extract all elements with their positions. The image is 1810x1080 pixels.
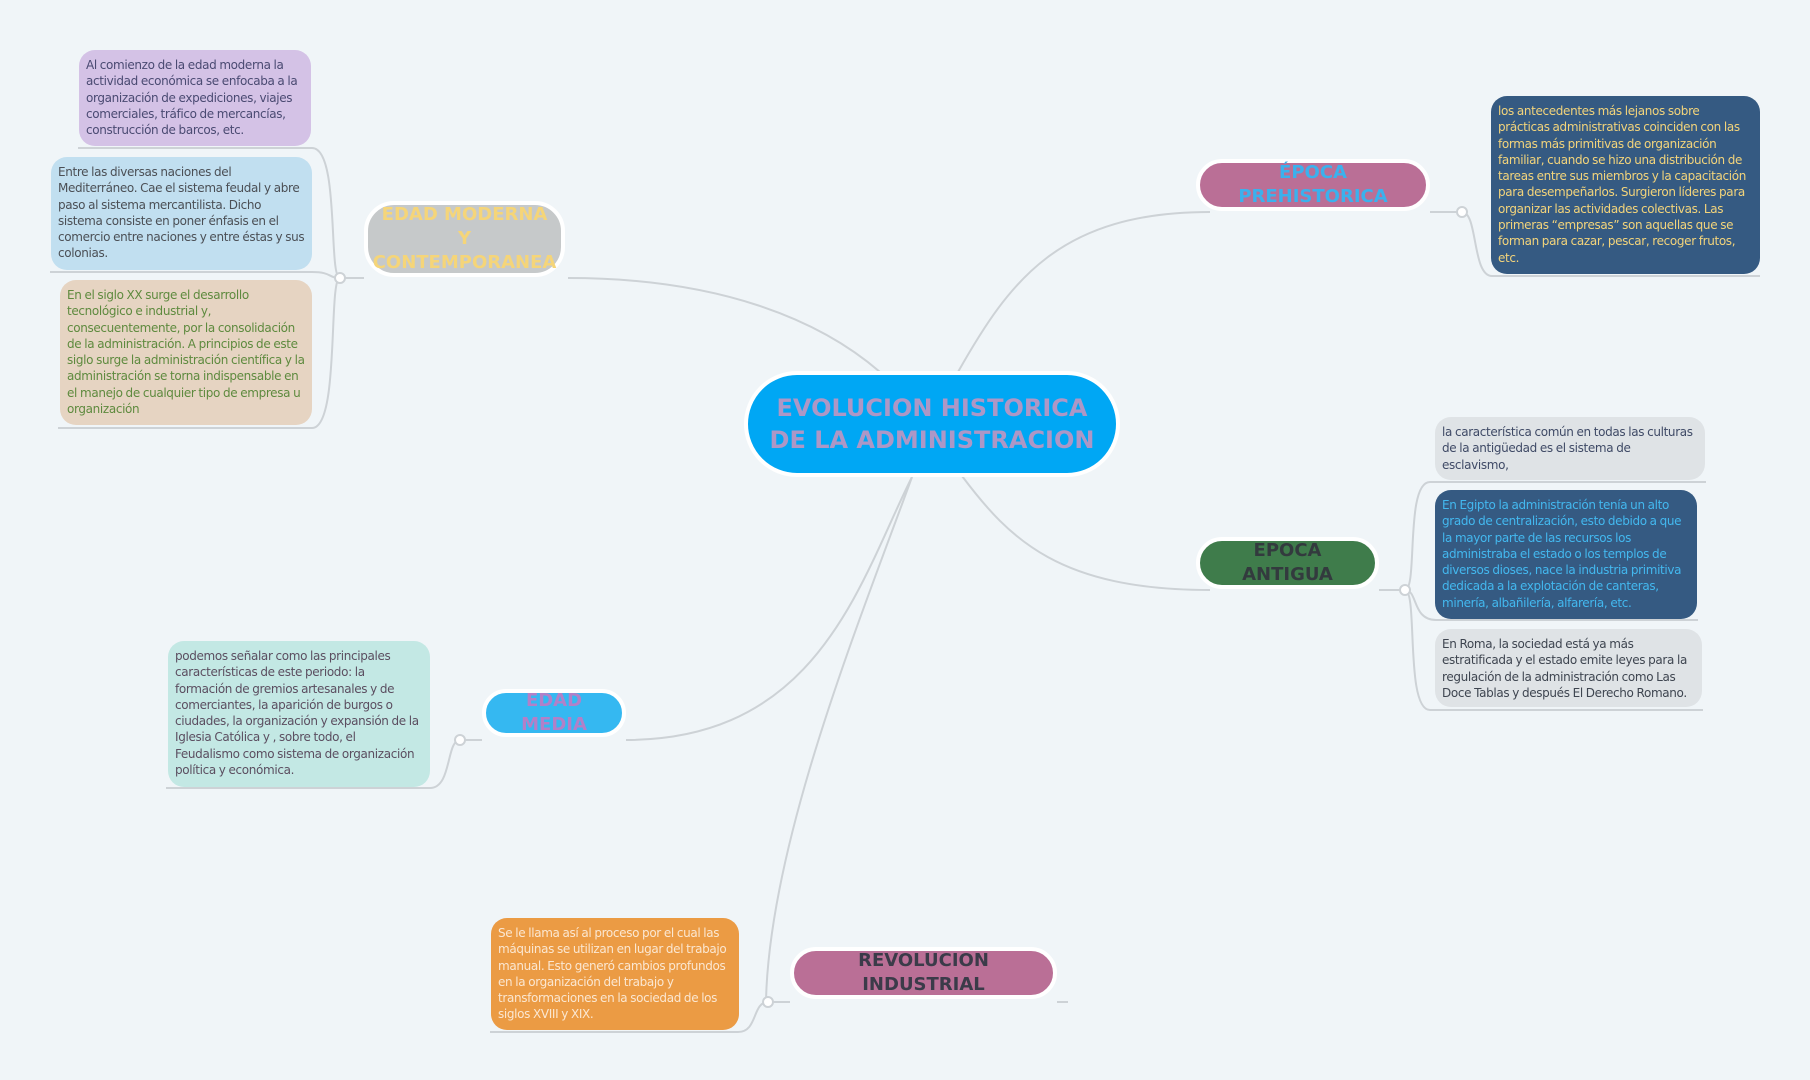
topic-epoca-antigua[interactable]: EPOCA ANTIGUA — [1196, 537, 1379, 589]
branch-knob-revolucion — [762, 996, 774, 1008]
note-antigua-esclavismo[interactable]: la característica común en todas las cul… — [1435, 417, 1705, 480]
note-prehistorica[interactable]: los antecedentes más lejanos sobre práct… — [1491, 96, 1760, 274]
note-moderna-comienzo[interactable]: Al comienzo de la edad moderna la activi… — [79, 50, 311, 146]
note-moderna-mercantilismo[interactable]: Entre las diversas naciones del Mediterr… — [51, 157, 312, 270]
topic-label: EPOCA ANTIGUA — [1242, 540, 1333, 585]
note-antigua-egipto[interactable]: En Egipto la administración tenía un alt… — [1435, 490, 1697, 619]
connector-moderna — [567, 277, 881, 373]
central-topic-label: EVOLUCION HISTORICA DE LA ADMINISTRACION — [769, 394, 1095, 454]
note-antigua-roma[interactable]: En Roma, la sociedad está ya más estrati… — [1435, 629, 1702, 707]
note-edad-media[interactable]: podemos señalar como las principales car… — [168, 641, 430, 787]
topic-epoca-prehistorica[interactable]: ÉPOCA PREHISTORICA — [1196, 159, 1430, 211]
branch-knob-antigua — [1399, 584, 1411, 596]
topic-revolucion-industrial[interactable]: REVOLUCION INDUSTRIAL — [790, 947, 1057, 999]
topic-label: EDAD MODERNA Y CONTEMPORANEA — [372, 204, 557, 273]
connector-antigua — [961, 475, 1211, 591]
branch-knob-media — [454, 734, 466, 746]
branch-knob-moderna — [334, 272, 346, 284]
topic-label: REVOLUCION INDUSTRIAL — [858, 950, 989, 995]
connector-media — [625, 476, 913, 741]
note-moderna-siglo-xx[interactable]: En el siglo XX surge el desarrollo tecno… — [60, 280, 312, 425]
topic-label: ÉPOCA PREHISTORICA — [1238, 162, 1388, 207]
branch-knob-prehistorica — [1456, 206, 1468, 218]
topic-edad-moderna[interactable]: EDAD MODERNA Y CONTEMPORANEA — [364, 201, 565, 277]
topic-label: EDAD MEDIA — [521, 690, 587, 735]
note-revolucion-industrial[interactable]: Se le llama así al proceso por el cual l… — [491, 918, 739, 1030]
central-topic[interactable]: EVOLUCION HISTORICA DE LA ADMINISTRACION — [744, 371, 1120, 477]
connector-prehistorica — [957, 211, 1211, 373]
topic-edad-media[interactable]: EDAD MEDIA — [482, 689, 626, 737]
connector-revolucion — [765, 476, 913, 1001]
